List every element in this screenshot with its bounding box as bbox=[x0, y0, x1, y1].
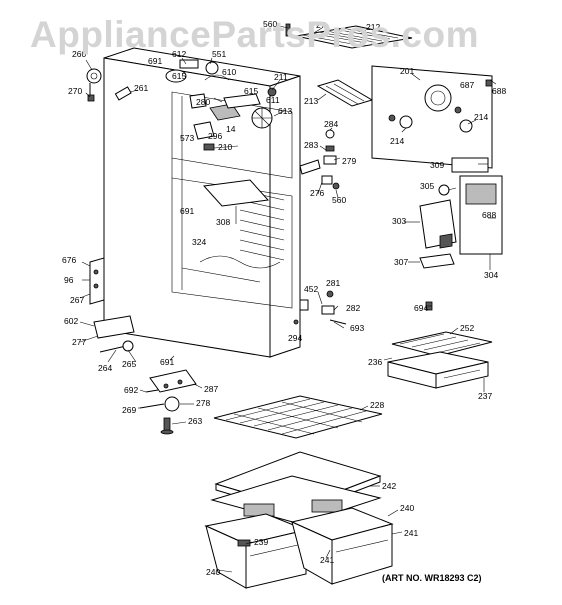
part-label: 688 bbox=[482, 210, 496, 220]
snack-pan bbox=[387, 331, 493, 389]
part-label: 212 bbox=[366, 22, 380, 32]
part-label: 265 bbox=[122, 359, 136, 369]
part-label: 691 bbox=[160, 357, 174, 367]
part-label: 602 bbox=[64, 316, 78, 326]
wire-shelf bbox=[213, 395, 383, 439]
part-label: 276 bbox=[310, 188, 324, 198]
part-label: 309 bbox=[430, 160, 444, 170]
part-label: 267 bbox=[70, 295, 84, 305]
part-label: 264 bbox=[98, 363, 112, 373]
part-label: 688 bbox=[492, 86, 506, 96]
part-label: 305 bbox=[420, 181, 434, 191]
part-label: 270 bbox=[68, 86, 82, 96]
fan-motor-parts bbox=[86, 59, 277, 109]
air-tower-vent bbox=[316, 79, 374, 107]
part-label: 573 bbox=[180, 133, 194, 143]
part-label: 694 bbox=[414, 303, 428, 313]
cabinet bbox=[103, 47, 321, 358]
part-label: 278 bbox=[196, 398, 210, 408]
watermark: AppliancePartsPros.com bbox=[30, 14, 479, 55]
part-label: 228 bbox=[370, 400, 384, 410]
part-label: 692 bbox=[124, 385, 138, 395]
small-hardware bbox=[293, 290, 433, 325]
part-label: 308 bbox=[216, 217, 230, 227]
part-label: 241 bbox=[320, 555, 334, 565]
part-label: 236 bbox=[368, 357, 382, 367]
part-label: 260 bbox=[72, 49, 86, 59]
part-labels: 560 27 212 201 688 612 551 691 615 610 2… bbox=[62, 19, 506, 577]
part-label: 239 bbox=[254, 537, 268, 547]
part-label: 284 bbox=[324, 119, 338, 129]
part-label: 324 bbox=[192, 237, 206, 247]
part-label: 269 bbox=[122, 405, 136, 415]
part-label: 237 bbox=[478, 391, 492, 401]
rear-panel bbox=[371, 65, 493, 169]
part-label: 14 bbox=[226, 124, 236, 134]
part-label: 281 bbox=[326, 278, 340, 288]
part-label: 252 bbox=[460, 323, 474, 333]
part-label: 307 bbox=[394, 257, 408, 267]
part-label: 452 bbox=[304, 284, 318, 294]
part-label: 282 bbox=[346, 303, 360, 313]
part-label: 210 bbox=[218, 142, 232, 152]
part-label: 676 bbox=[62, 255, 76, 265]
part-label: 277 bbox=[72, 337, 86, 347]
part-label: 294 bbox=[288, 333, 302, 343]
part-label: 687 bbox=[460, 80, 474, 90]
art-number: (ART NO. WR18293 C2) bbox=[382, 573, 482, 583]
leader-lines bbox=[79, 24, 497, 573]
part-label: 263 bbox=[188, 416, 202, 426]
lower-hinge-parts bbox=[89, 257, 197, 435]
part-label: 280 bbox=[196, 97, 210, 107]
part-label: 240 bbox=[400, 503, 414, 513]
part-label: 261 bbox=[134, 83, 148, 93]
part-label: 560 bbox=[332, 195, 346, 205]
part-label: 242 bbox=[382, 481, 396, 491]
part-label: 214 bbox=[390, 136, 404, 146]
part-label: 296 bbox=[208, 131, 222, 141]
part-label: 551 bbox=[212, 49, 226, 59]
crisper-assembly bbox=[204, 451, 394, 589]
part-label: 615 bbox=[172, 71, 186, 81]
part-label: 691 bbox=[148, 56, 162, 66]
part-label: 240 bbox=[206, 567, 220, 577]
part-label: 691 bbox=[180, 206, 194, 216]
part-label: 279 bbox=[342, 156, 356, 166]
part-label: 611 bbox=[266, 95, 280, 105]
top-wire-shelf bbox=[285, 23, 413, 49]
part-label: 303 bbox=[392, 216, 406, 226]
part-label: 283 bbox=[304, 140, 318, 150]
part-label: 610 bbox=[222, 67, 236, 77]
part-label: 693 bbox=[350, 323, 364, 333]
part-label: 96 bbox=[64, 275, 74, 285]
part-label: 615 bbox=[244, 86, 258, 96]
part-label: 214 bbox=[474, 112, 488, 122]
part-label: 304 bbox=[484, 270, 498, 280]
part-label: 560 bbox=[263, 19, 277, 29]
part-label: 213 bbox=[304, 96, 318, 106]
part-label: 241 bbox=[404, 528, 418, 538]
part-label: 27 bbox=[316, 20, 326, 30]
part-label: 287 bbox=[204, 384, 218, 394]
part-label: 613 bbox=[278, 106, 292, 116]
part-label: 211 bbox=[274, 72, 288, 82]
part-label: 201 bbox=[400, 66, 414, 76]
part-label: 612 bbox=[172, 49, 186, 59]
